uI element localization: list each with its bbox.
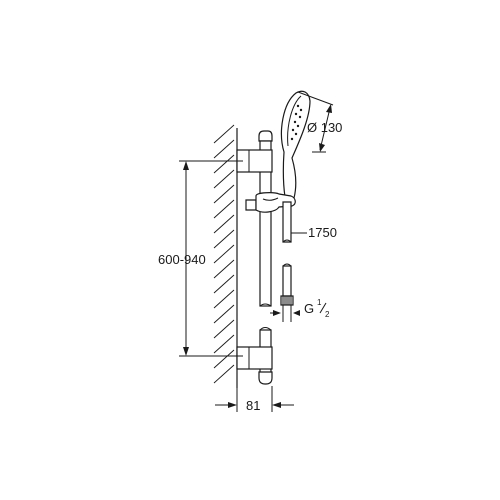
thread-dimension: G 1 2 (270, 298, 330, 319)
wall (213, 124, 238, 388)
lower-wall-bracket (236, 346, 273, 370)
diameter-dimension: Ø 130 (297, 91, 342, 153)
wall-hatching (213, 124, 235, 384)
rail-end-cap (258, 371, 273, 385)
diameter-label: Ø 130 (307, 120, 342, 135)
height-range-label: 600-940 (158, 252, 206, 267)
thread-numerator: 1 (317, 298, 322, 307)
thread-denominator: 2 (325, 310, 330, 319)
shower-hose (280, 201, 294, 322)
height-dimension: 600-940 (158, 160, 243, 357)
wall-distance-dimension: 81 (215, 386, 294, 413)
hand-shower (280, 90, 311, 203)
wall-distance-label: 81 (246, 398, 260, 413)
hose-length-label: 1750 (308, 225, 337, 240)
hand-shower-face-edge (287, 95, 302, 147)
thread-prefix-label: G (304, 301, 314, 316)
hand-shower-body (280, 90, 311, 203)
slide-holder (245, 192, 296, 213)
rail-upper-section (259, 140, 272, 307)
hose-length-callout: 1750 (291, 225, 337, 240)
